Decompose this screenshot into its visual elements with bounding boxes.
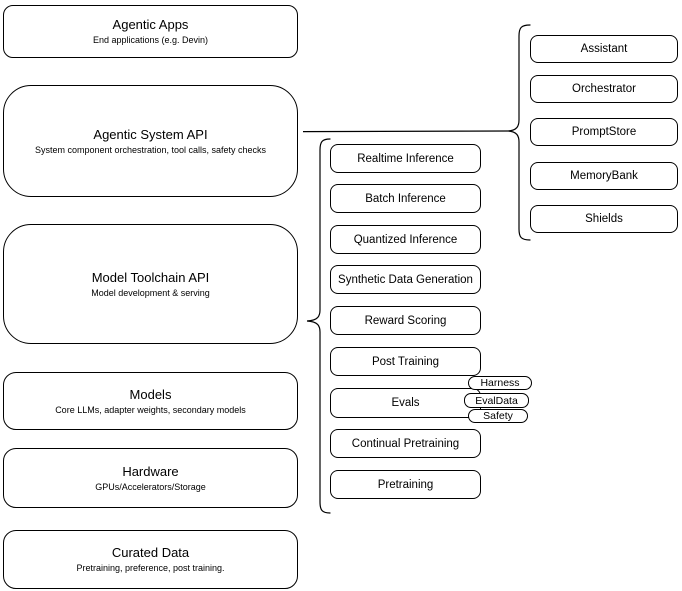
node-subtitle: Model development & serving — [91, 287, 210, 298]
node-subtitle: End applications (e.g. Devin) — [92, 35, 209, 45]
node-label: Quantized Inference — [353, 233, 458, 246]
node-models: Models Core LLMs, adapter weights, secon… — [3, 372, 298, 430]
node-model-toolchain-api: Model Toolchain API Model development & … — [3, 224, 298, 344]
node-curated-data: Curated Data Pretraining, preference, po… — [3, 530, 298, 589]
node-evals: Evals — [330, 388, 481, 418]
node-label: Shields — [585, 213, 623, 225]
node-agentic-apps: Agentic Apps End applications (e.g. Devi… — [3, 5, 298, 58]
node-assistant: Assistant — [530, 35, 678, 63]
node-label: Batch Inference — [365, 192, 446, 205]
node-reward-scoring: Reward Scoring — [330, 306, 481, 335]
node-title: Agentic Apps — [112, 17, 189, 32]
node-label: Continual Pretraining — [351, 437, 460, 450]
system-api-to-components-line — [302, 130, 509, 133]
pill-evaldata: EvalData — [464, 393, 529, 408]
node-shields: Shields — [530, 205, 678, 233]
node-label: Assistant — [580, 43, 628, 55]
node-realtime-inference: Realtime Inference — [330, 144, 481, 173]
node-title: Models — [129, 386, 172, 402]
node-batch-inference: Batch Inference — [330, 184, 481, 213]
node-label: Realtime Inference — [357, 152, 454, 165]
node-title: Curated Data — [111, 545, 190, 560]
node-subtitle: System component orchestration, tool cal… — [34, 144, 267, 155]
node-memorybank: MemoryBank — [530, 162, 678, 190]
pill-harness: Harness — [468, 376, 532, 390]
node-label: PromptStore — [571, 126, 637, 138]
node-pretraining: Pretraining — [330, 470, 481, 499]
node-post-training: Post Training — [330, 347, 481, 376]
node-title: Model Toolchain API — [91, 269, 210, 285]
node-title: Hardware — [122, 463, 179, 479]
node-label: MemoryBank — [570, 170, 638, 182]
node-label: Reward Scoring — [364, 314, 447, 327]
node-synthetic-data-generation: Synthetic Data Generation — [330, 265, 481, 294]
node-promptstore: PromptStore — [530, 118, 678, 146]
node-quantized-inference: Quantized Inference — [330, 225, 481, 254]
node-hardware: Hardware GPUs/Accelerators/Storage — [3, 448, 298, 508]
node-label: Synthetic Data Generation — [338, 273, 473, 286]
system-components-brace — [507, 24, 531, 241]
node-label: Orchestrator — [572, 83, 636, 95]
node-label: Post Training — [371, 355, 440, 368]
node-title: Agentic System API — [93, 126, 208, 142]
toolchain-services-brace — [306, 138, 331, 514]
node-agentic-system-api: Agentic System API System component orch… — [3, 85, 298, 197]
pill-label: EvalData — [475, 394, 518, 407]
pill-label: Safety — [483, 410, 513, 422]
pill-safety: Safety — [468, 409, 528, 423]
node-continual-pretraining: Continual Pretraining — [330, 429, 481, 458]
node-subtitle: Core LLMs, adapter weights, secondary mo… — [55, 404, 246, 415]
pill-label: Harness — [480, 377, 520, 389]
node-orchestrator: Orchestrator — [530, 75, 678, 103]
node-subtitle: Pretraining, preference, post training. — [76, 563, 225, 573]
node-label: Pretraining — [377, 478, 434, 491]
node-subtitle: GPUs/Accelerators/Storage — [95, 481, 206, 492]
node-label: Evals — [391, 397, 420, 409]
